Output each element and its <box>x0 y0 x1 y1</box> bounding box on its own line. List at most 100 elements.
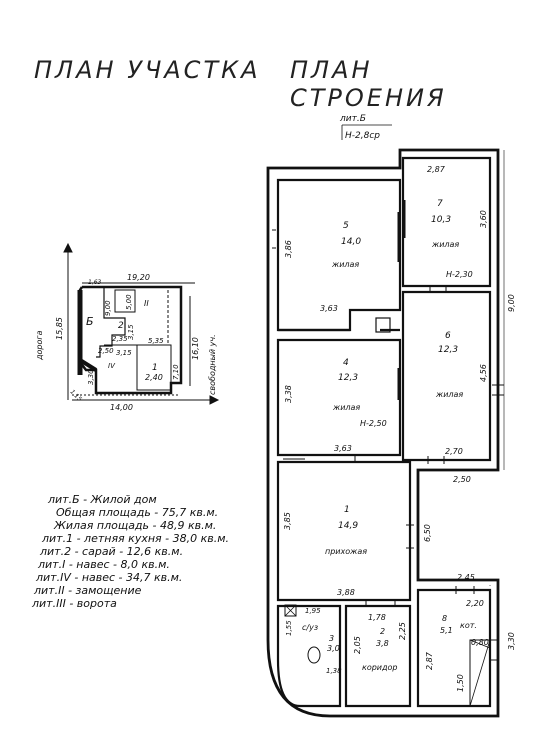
site-free-plot-label: свободный уч. <box>208 334 217 395</box>
room-3-walls <box>276 604 342 708</box>
dim-360: 3,60 <box>479 210 488 228</box>
site-dim-240: 2,40 <box>145 373 163 382</box>
dim-225: 2,25 <box>398 622 407 640</box>
legend-line: лит.2 - сарай - 12,6 кв.м. <box>40 545 184 558</box>
site-plan-title: ПЛАН УЧАСТКА <box>34 56 261 84</box>
room-5-area: 14,0 <box>341 237 361 247</box>
legend-line: лит.I - навес - 8,0 кв.м. <box>38 558 170 571</box>
room-4-type: жилая <box>332 403 360 412</box>
site-road-label: дорога <box>35 330 44 361</box>
site-label-iv: IV <box>108 362 116 370</box>
room-1-area: 14,9 <box>338 521 358 531</box>
room-8-type: кот. <box>460 621 477 630</box>
dim-388: 3,88 <box>337 588 355 597</box>
dim-338: 3,38 <box>284 385 293 403</box>
arrow-up-icon <box>63 242 73 253</box>
site-dim-163: 1,63 <box>88 279 102 286</box>
room-3-num: 3 <box>329 634 334 643</box>
room-1-type: прихожая <box>325 547 367 556</box>
dim-250: 2,50 <box>453 475 471 484</box>
room-4-area: 12,3 <box>338 373 358 383</box>
site-dim-right: 16,10 <box>191 337 200 360</box>
room-6-type: жилая <box>435 390 463 399</box>
header-h-label: Н-2,8ср <box>345 131 380 141</box>
room-2-num: 2 <box>380 627 385 636</box>
room-7-num: 7 <box>437 199 443 209</box>
room-7-walls <box>401 156 492 288</box>
room-7-type: жилая <box>431 240 459 249</box>
legend-line: лит.III - ворота <box>32 597 117 610</box>
dim-287: 2,87 <box>427 165 446 174</box>
dim-270: 2,70 <box>445 447 463 456</box>
legend-line: лит.Б - Жилой дом <box>48 493 157 506</box>
dim-195: 1,95 <box>305 607 321 615</box>
toilet-icon <box>307 646 321 664</box>
dim-245: 2,45 <box>457 573 475 582</box>
dim-080: 0,80 <box>471 638 489 647</box>
site-building-b-corner <box>78 358 98 372</box>
dim-386: 3,86 <box>284 240 293 258</box>
site-dim-315b: 3,15 <box>116 349 132 357</box>
dim-155: 1,55 <box>285 620 293 636</box>
sink-icon <box>284 604 297 617</box>
dim-900: 9,00 <box>507 294 516 312</box>
legend-line: Общая площадь - 75,7 кв.м. <box>56 506 219 519</box>
site-dim-535: 5,35 <box>148 337 164 345</box>
room-2-area: 3,8 <box>376 639 389 648</box>
site-dim-9: 9,00 <box>104 300 112 316</box>
room-2-type: коридор <box>362 663 398 672</box>
site-dim-left: 15,85 <box>55 317 64 340</box>
legend-line: лит.1 - летняя кухня - 38,0 кв.м. <box>42 532 230 545</box>
building-outer-wall <box>266 148 500 718</box>
room-1-num: 1 <box>344 505 350 515</box>
site-dim-250: 2,50 <box>98 347 114 355</box>
header-lit-label: лит.Б <box>339 114 366 124</box>
partition-post <box>375 317 391 333</box>
windows <box>272 229 504 661</box>
site-label-ii: II <box>144 299 149 308</box>
room-8-num: 8 <box>442 614 447 623</box>
site-dim-bottom: 14,00 <box>110 403 133 412</box>
legend-line: лит.IV - навес - 34,7 кв.м. <box>36 571 183 584</box>
dim-287b: 2,87 <box>425 651 434 670</box>
dim-650: 6,50 <box>423 524 432 542</box>
room-4-num: 4 <box>343 358 349 368</box>
room-6-area: 12,3 <box>438 345 458 355</box>
site-dim-315a: 3,15 <box>127 324 135 340</box>
building-header-leader <box>341 124 392 140</box>
site-dim-5: 5,00 <box>125 294 133 310</box>
legend-line: лит.II - замощение <box>34 584 142 597</box>
room-2-walls <box>344 604 412 708</box>
dim-138: 1,38 <box>326 667 342 675</box>
room-7-area: 10,3 <box>431 215 451 225</box>
legend-line: Жилая площадь - 48,9 кв.м. <box>54 519 217 532</box>
dim-205: 2,05 <box>353 636 362 654</box>
dim-h230: Н-2,30 <box>446 270 473 279</box>
dim-220: 2,20 <box>466 599 484 608</box>
legend: лит.Б - Жилой дом Общая площадь - 75,7 к… <box>32 493 229 610</box>
site-lit2-block <box>114 289 136 313</box>
room-4-walls <box>276 338 402 457</box>
room-3-type: с/уз <box>302 623 318 632</box>
dim-330: 3,30 <box>507 632 516 650</box>
arrow-right-icon <box>209 395 220 405</box>
site-label-1: 1 <box>152 363 158 373</box>
room-6-num: 6 <box>445 331 451 341</box>
site-dim-top: 19,20 <box>127 273 150 282</box>
site-dim-330: 3,30 <box>87 369 95 385</box>
dim-385: 3,85 <box>283 512 292 530</box>
dim-363a: 3,63 <box>320 304 338 313</box>
site-label-b: Б <box>86 315 94 328</box>
room-5-type: жилая <box>331 260 359 269</box>
room-5-num: 5 <box>343 221 349 231</box>
site-label-2: 2 <box>118 321 124 331</box>
room-3-area: 3,0 <box>327 644 340 653</box>
site-lit1-block <box>136 344 172 391</box>
room-8-area: 5,1 <box>440 626 453 635</box>
room-6-walls <box>401 290 492 462</box>
room-5-walls <box>276 178 402 332</box>
dim-h250: Н-2,50 <box>360 419 387 428</box>
dim-178: 1,78 <box>368 613 386 622</box>
